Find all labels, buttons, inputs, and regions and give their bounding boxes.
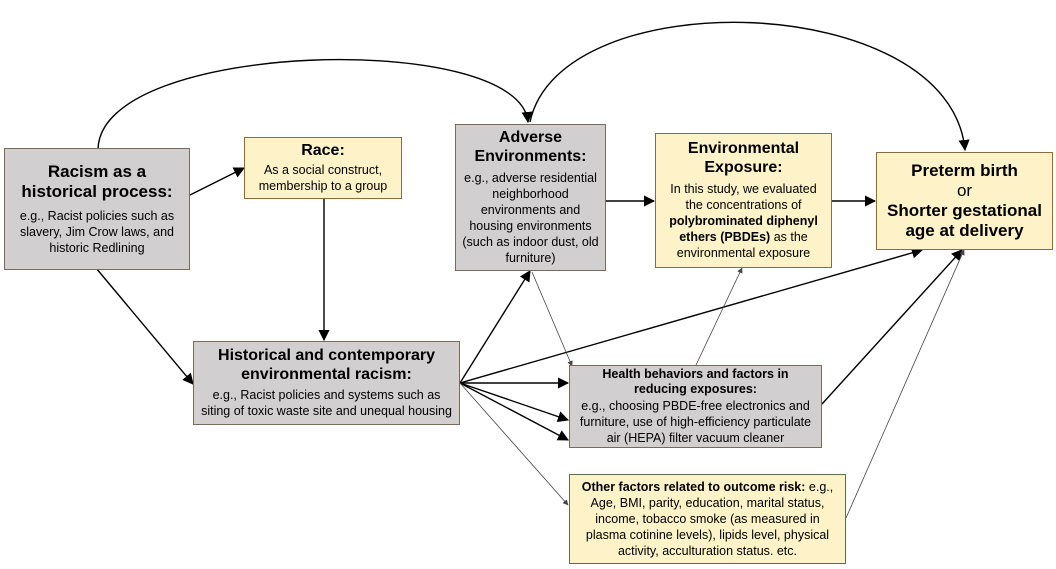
environmental-exposure-body: In this study, we evaluated the concentr… — [662, 181, 825, 261]
arrow-health-to-preterm — [821, 249, 963, 405]
race-title: Race: — [301, 141, 345, 159]
racism-historical-body: e.g., Racist policies such as slavery, J… — [19, 209, 175, 256]
racism-historical-title: Racism as a historical process: — [21, 161, 173, 201]
other-factors-text: Other factors related to outcome risk: e… — [576, 479, 839, 559]
exposure-body-post: as the environmental exposure — [676, 230, 811, 261]
arrow-env-racism-to-health-3 — [459, 382, 569, 441]
box-racism-historical: Racism as a historical process: e.g., Ra… — [4, 148, 190, 270]
environmental-racism-body: e.g., Racist policies and systems such a… — [201, 388, 452, 419]
arrow-env-racism-to-preterm — [459, 247, 924, 384]
arrow-adverse-to-health — [531, 271, 573, 367]
arrow-racism-to-env-racism — [95, 267, 194, 385]
arrow-adverse-to-preterm-curve — [529, 21, 970, 152]
box-other-factors: Other factors related to outcome risk: e… — [569, 474, 846, 564]
arrow-env-racism-to-other — [459, 382, 569, 506]
box-health-behaviors: Health behaviors and factors in reducing… — [569, 365, 822, 448]
arrow-racism-to-race — [189, 167, 246, 196]
other-factors-body: e.g., Age, BMI, parity, education, marit… — [585, 480, 834, 558]
box-adverse-environments: Adverse Environments: e.g., adverse resi… — [455, 124, 606, 271]
box-preterm-birth: Preterm birth or Shorter gestational age… — [876, 152, 1053, 250]
arrow-health-to-exposure — [695, 267, 743, 366]
arrow-env-racism-to-health-2 — [459, 382, 570, 423]
box-environmental-exposure: Environmental Exposure: In this study, w… — [655, 133, 832, 268]
race-body: As a social construct, membership to a g… — [258, 163, 388, 194]
health-behaviors-body: e.g., choosing PBDE-free electronics and… — [579, 399, 812, 446]
box-race: Race: As a social construct, membership … — [244, 137, 402, 199]
arrow-other-to-preterm — [845, 249, 965, 519]
box-environmental-racism: Historical and contemporary environmenta… — [193, 341, 460, 425]
adverse-environments-body: e.g., adverse residential neighborhood e… — [462, 170, 599, 265]
preterm-line3: Shorter gestational age at delivery — [887, 201, 1042, 241]
exposure-body-pre: In this study, we evaluated the concentr… — [670, 182, 817, 213]
other-factors-title: Other factors related to outcome risk: — [581, 480, 806, 494]
environmental-racism-title: Historical and contemporary environmenta… — [218, 346, 435, 383]
health-behaviors-title: Health behaviors and factors in reducing… — [602, 366, 789, 396]
arrow-env-racism-to-adverse — [459, 270, 531, 384]
preterm-line2: or — [956, 180, 973, 200]
exposure-body-bold: polybrominated diphenyl ethers (PBDEs) — [669, 214, 818, 245]
adverse-environments-title: Adverse Environments: — [474, 129, 587, 165]
preterm-line1: Preterm birth — [911, 160, 1018, 180]
arrow-racism-to-adverse-curve — [97, 58, 533, 151]
environmental-exposure-title: Environmental Exposure: — [687, 139, 800, 176]
